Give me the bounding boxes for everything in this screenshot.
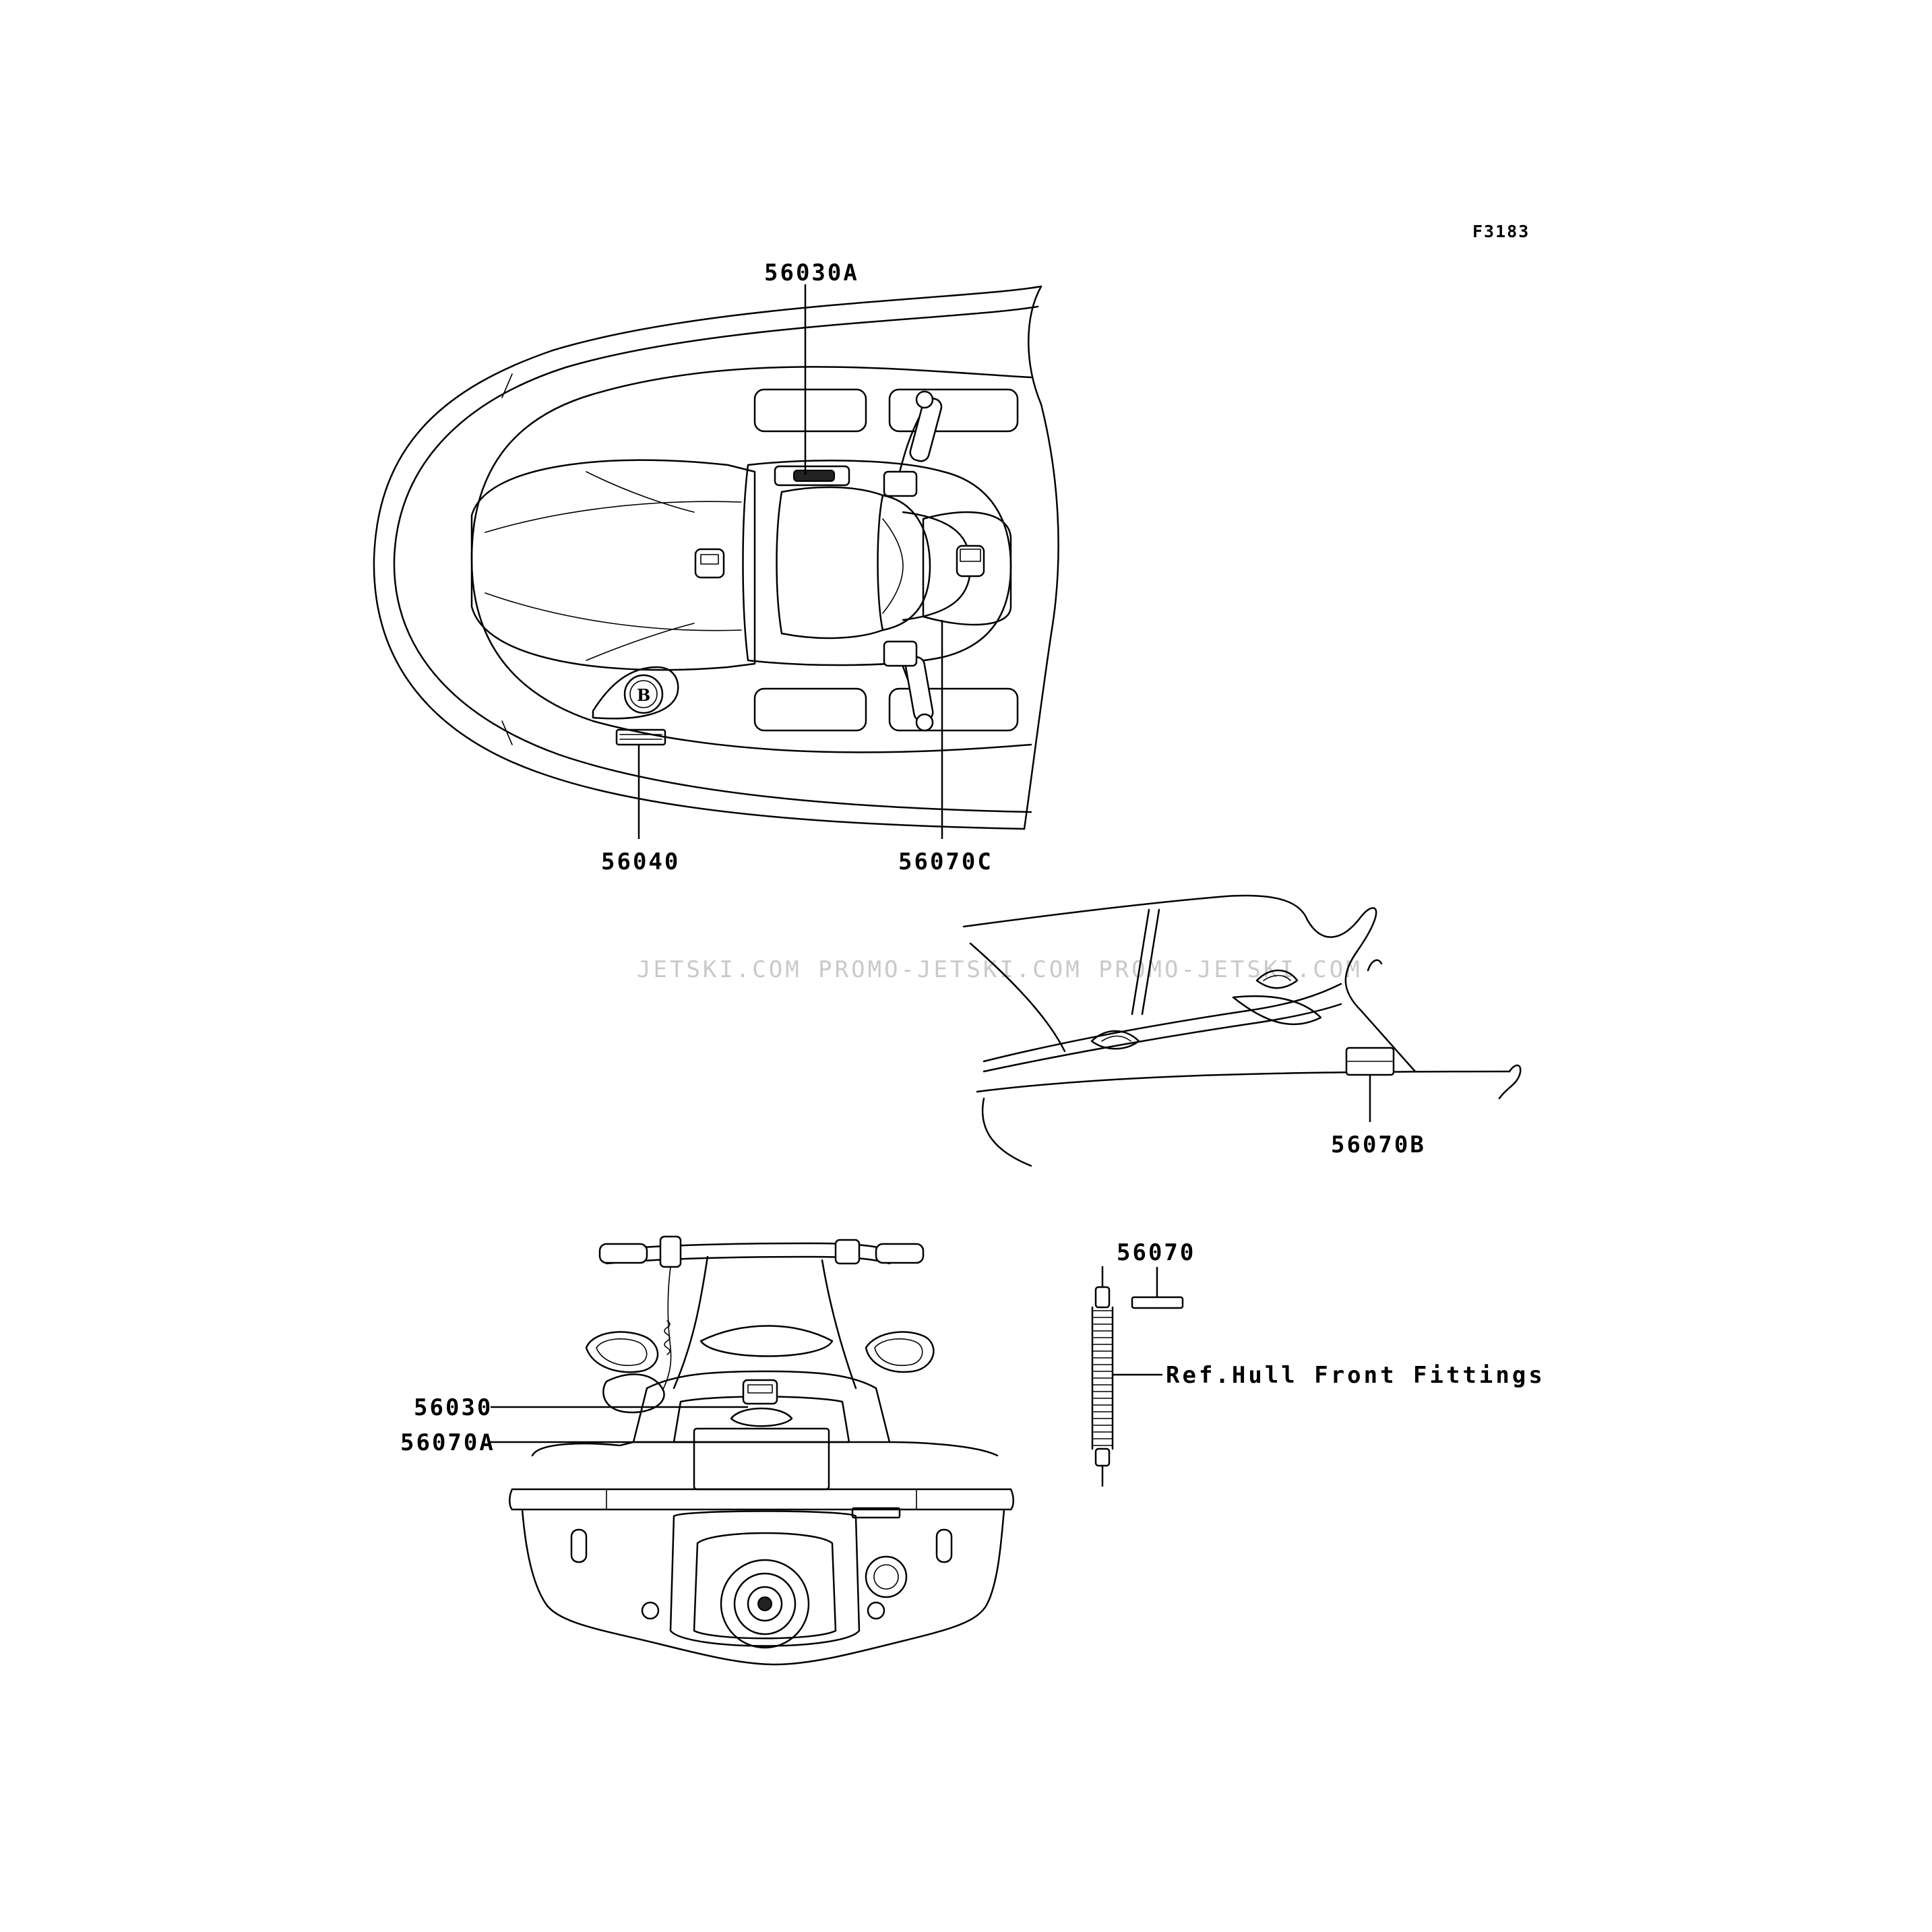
top-view-drawing: B — [373, 285, 1059, 830]
figure-code: F3183 — [1472, 222, 1530, 241]
callout-56070: 56070 — [1117, 1239, 1195, 1266]
hull-front-fitting-drawing — [1091, 1266, 1114, 1487]
label-56070-drawing — [1131, 1296, 1184, 1309]
callout-56070C: 56070C — [898, 848, 993, 875]
callout-56030A: 56030A — [764, 259, 859, 286]
rear-view-drawing — [509, 1235, 1014, 1666]
callout-56030: 56030 — [414, 1394, 493, 1421]
callout-56040: 56040 — [601, 848, 680, 875]
callout-56070B: 56070B — [1331, 1131, 1426, 1158]
reference-note: Ref.Hull Front Fittings — [1166, 1362, 1545, 1389]
callout-56070A: 56070A — [400, 1429, 495, 1456]
side-view-drawing — [962, 894, 1522, 1167]
svg-text:B: B — [637, 685, 650, 705]
